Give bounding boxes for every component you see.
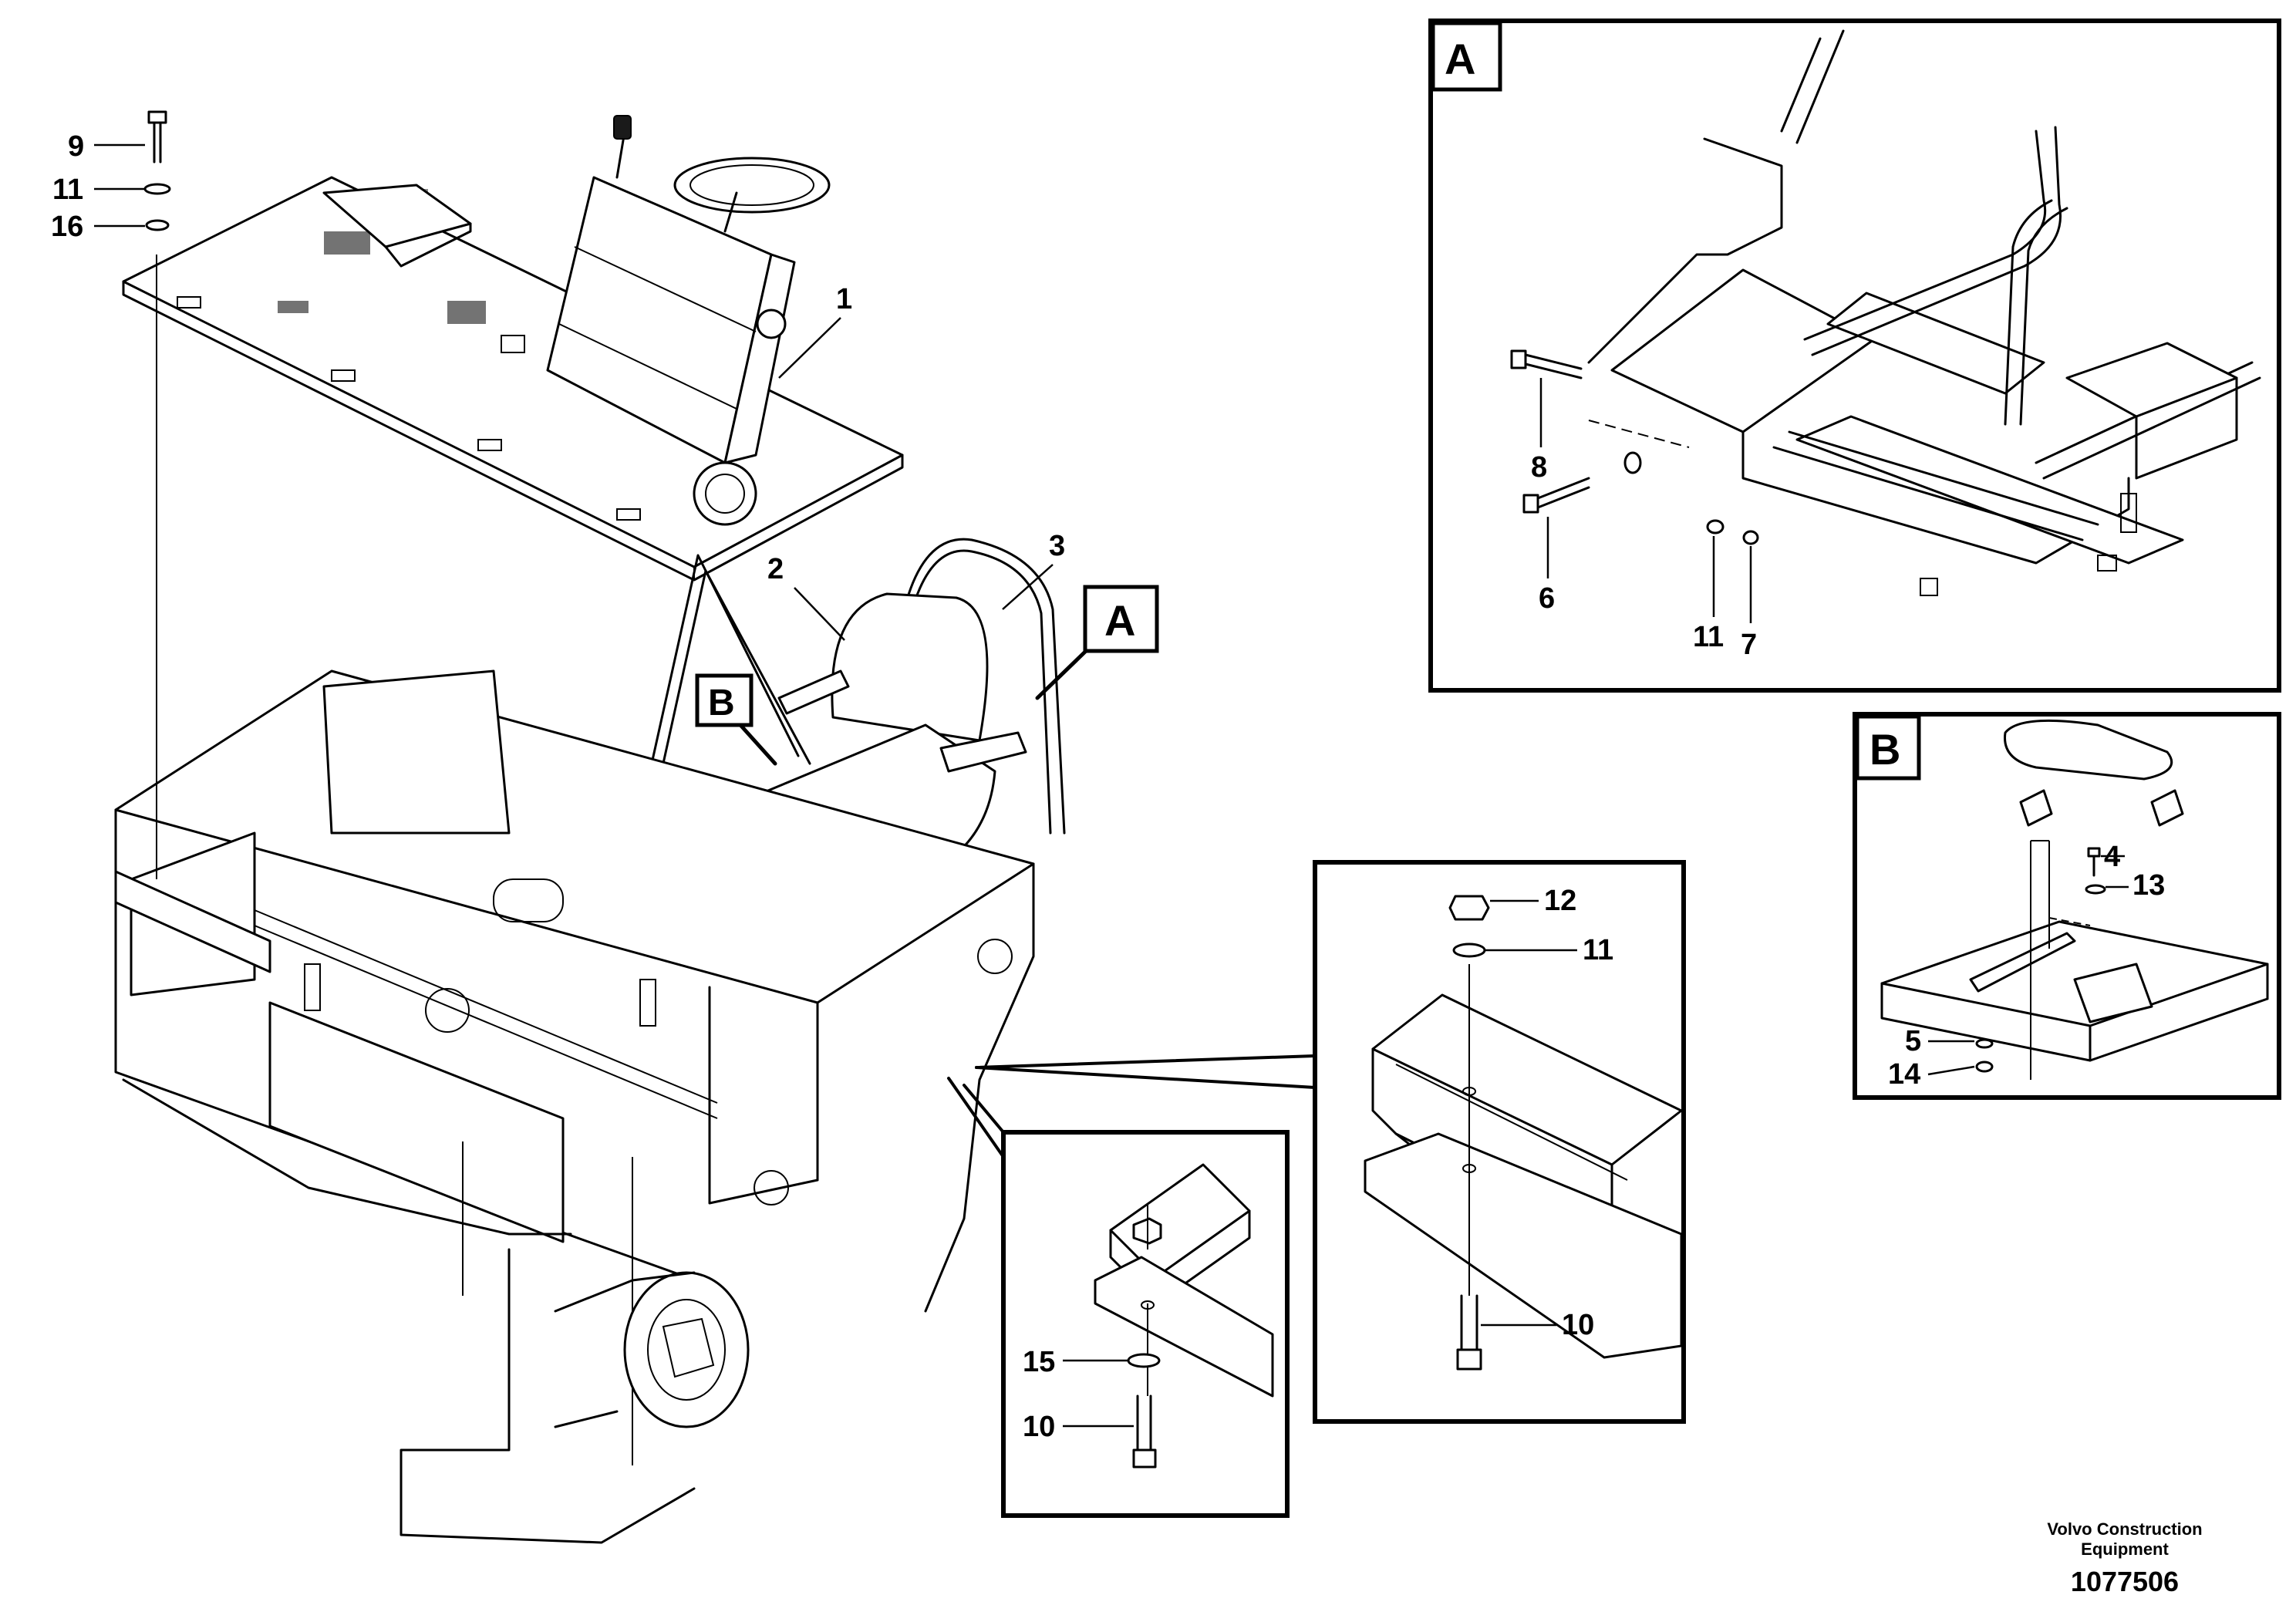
steering-console xyxy=(546,115,831,526)
detail-b-callout-13: 13 xyxy=(2132,869,2165,902)
inset1-callout-10: 10 xyxy=(1562,1309,1594,1341)
detail-a-title: A xyxy=(1445,35,1475,83)
inset1-callout-12: 12 xyxy=(1544,885,1576,917)
detail-b-title: B xyxy=(1870,725,1900,774)
main-callouts: 9 11 16 1 2 3 xyxy=(51,130,1065,641)
seat-frame xyxy=(642,538,1066,835)
chassis-frame xyxy=(114,669,1035,1544)
detail-a-bolt-8 xyxy=(1510,349,1583,379)
detail-b-callout-5: 5 xyxy=(1905,1025,1921,1057)
title-block: Volvo Construction Equipment 1077506 xyxy=(2047,1519,2202,1597)
inset2-callout-10: 10 xyxy=(1023,1411,1055,1443)
drawing-number: 1077506 xyxy=(2071,1566,2179,1597)
callout-1: 1 xyxy=(836,283,852,315)
wheel-hub xyxy=(554,1271,750,1428)
company-line-1: Volvo Construction xyxy=(2047,1519,2202,1539)
detail-a-callout-11: 11 xyxy=(1693,621,1724,653)
main-assembly xyxy=(114,110,1066,1544)
inset-rail-mount: 12 11 10 xyxy=(975,860,1686,1424)
callout-3: 3 xyxy=(1049,530,1065,562)
detail-a-callout-8: 8 xyxy=(1531,451,1547,484)
svg-text:B: B xyxy=(708,683,735,723)
detail-a-callout-6: 6 xyxy=(1539,582,1555,615)
callout-11: 11 xyxy=(52,174,83,206)
callout-2: 2 xyxy=(767,553,784,585)
view-tag-a: A xyxy=(1035,585,1159,700)
inset1-callout-11: 11 xyxy=(1583,934,1613,966)
inset-bar-mount: 15 10 xyxy=(947,1077,1290,1518)
svg-text:A: A xyxy=(1104,596,1135,645)
detail-a: A xyxy=(1428,19,2281,693)
callout-9: 9 xyxy=(68,130,84,163)
detail-a-callout-7: 7 xyxy=(1741,629,1757,661)
company-line-2: Equipment xyxy=(2081,1539,2169,1559)
operator-platform xyxy=(122,176,904,582)
inset2-callout-15: 15 xyxy=(1023,1346,1055,1378)
detail-a-bolt-6 xyxy=(1522,477,1590,514)
bolt-stack-top xyxy=(143,110,171,231)
view-tag-b: B xyxy=(695,673,777,766)
detail-b: B 4 13 5 14 xyxy=(1853,712,2281,1100)
detail-b-callout-14: 14 xyxy=(1888,1058,1920,1091)
callout-16: 16 xyxy=(51,211,83,243)
